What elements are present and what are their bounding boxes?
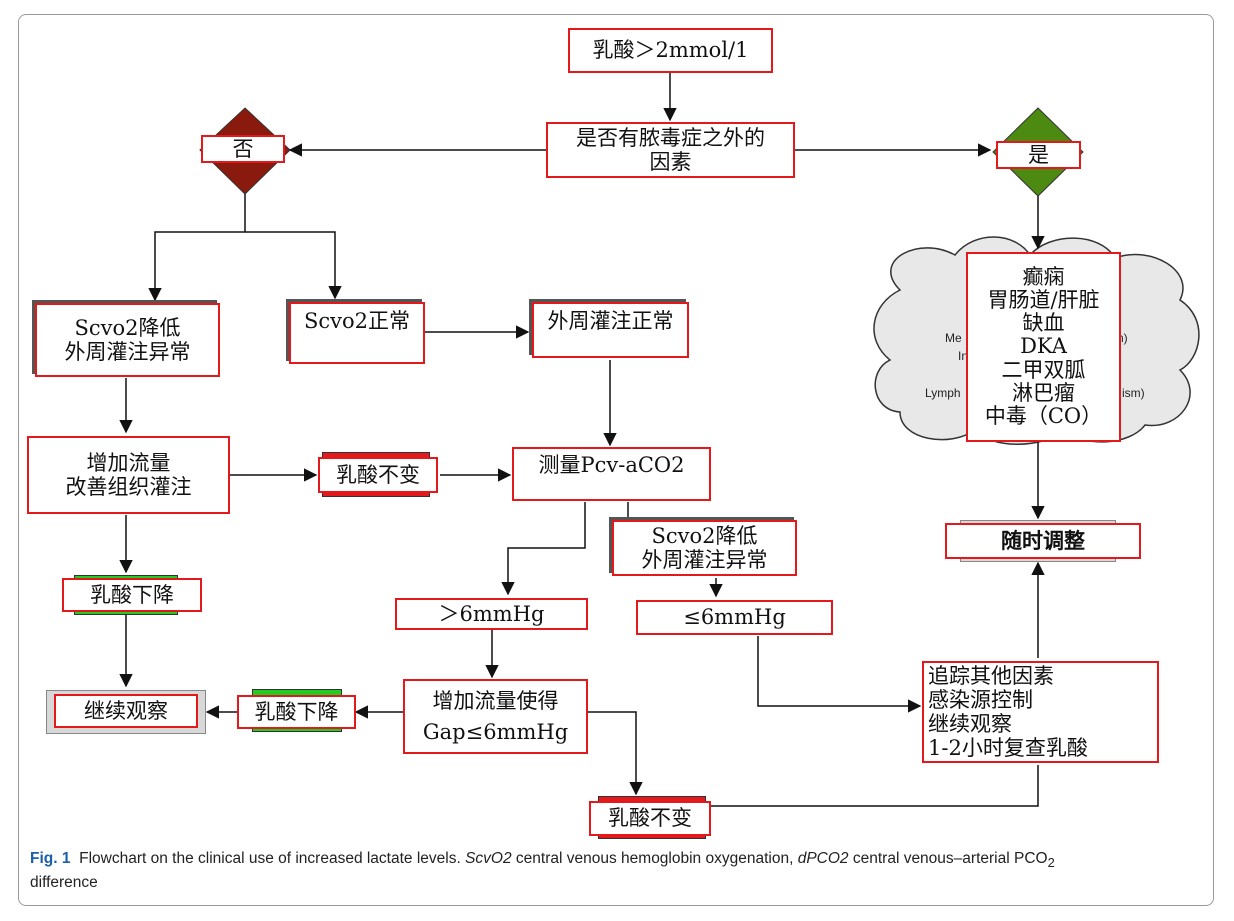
increase-flow-box: 增加流量 改善组织灌注 xyxy=(27,436,230,514)
box-line: 增加流量使得 xyxy=(432,689,559,714)
box-line: 继续观察 xyxy=(928,712,1012,736)
le6-box: ≤6mmHg xyxy=(636,600,833,635)
figure-caption: Fig. 1 Flowchart on the clinical use of … xyxy=(30,848,1200,894)
box-line: Scvo2降低 xyxy=(651,523,758,548)
gt6-box: ＞6mmHg xyxy=(395,598,588,630)
cloud-fragment: Me xyxy=(945,331,962,345)
lactate-down-box-2: 乳酸下降 xyxy=(237,695,356,729)
start-label: 乳酸＞2mmol/1 xyxy=(592,38,749,63)
lactate-down-box: 乳酸下降 xyxy=(62,578,202,612)
scvo2-low-box-2: Scvo2降低 外周灌注异常 xyxy=(612,520,797,576)
box-line: 改善组织灌注 xyxy=(65,475,192,499)
cause-item: 中毒（CO） xyxy=(984,403,1103,428)
box-line: 增加流量 xyxy=(86,450,171,475)
box-line: 乳酸不变 xyxy=(336,462,420,487)
box-line: 继续观察 xyxy=(84,698,168,723)
continue-observe-box: 继续观察 xyxy=(54,694,198,728)
cloud-fragment: n) xyxy=(1117,331,1128,345)
cause-item: 胃肠道/肝脏 xyxy=(987,288,1100,313)
box-line: Scvo2降低 xyxy=(74,315,181,340)
measure-gap-box: 测量Pcv-aCO2 xyxy=(512,447,711,501)
scvo2-normal-box: Scvo2正常 xyxy=(289,302,425,364)
cloud-fragment: ism) xyxy=(1122,386,1145,400)
box-line: 外周灌注异常 xyxy=(64,340,191,364)
start-box: 乳酸＞2mmol/1 xyxy=(568,28,773,73)
caption-term: dPCO2 xyxy=(797,850,849,867)
cloud-fragment: In xyxy=(958,349,969,363)
question-line: 是否有脓毒症之外的 xyxy=(576,125,765,150)
cloud-fragment: Lymph xyxy=(925,386,961,400)
box-line: ≤6mmHg xyxy=(683,605,786,630)
cause-item: DKA xyxy=(1020,334,1067,359)
yes-label-box: 是 xyxy=(996,141,1081,169)
caption-subscript: 2 xyxy=(1047,855,1055,871)
box-line: ＞6mmHg xyxy=(438,601,545,626)
cause-item: 缺血 xyxy=(1022,311,1065,336)
yes-label: 是 xyxy=(1028,142,1049,167)
box-line: 乳酸不变 xyxy=(608,806,692,831)
question-box: 是否有脓毒症之外的 因素 xyxy=(546,122,795,178)
caption-text: central venous hemoglobin oxygenation, xyxy=(515,850,794,867)
box-line: Scvo2正常 xyxy=(303,309,410,333)
scvo2-low-box: Scvo2降低 外周灌注异常 xyxy=(35,303,220,377)
caption-term: ScvO2 xyxy=(465,850,512,867)
figure-number: Fig. 1 xyxy=(30,850,71,867)
cause-item: 癫痫 xyxy=(1022,265,1065,290)
no-label-box: 否 xyxy=(201,135,285,163)
cause-item: 二甲双胍 xyxy=(1001,357,1086,382)
caption-text: difference xyxy=(30,874,98,892)
no-label: 否 xyxy=(232,136,254,161)
increase-flow-gap-box: 增加流量使得 Gap≤6mmHg xyxy=(403,679,588,754)
box-line: 乳酸下降 xyxy=(254,699,339,724)
adjust-box: 随时调整 xyxy=(945,523,1141,559)
box-line: 随时调整 xyxy=(1001,528,1085,553)
box-line: Gap≤6mmHg xyxy=(422,719,569,744)
box-line: 外周灌注正常 xyxy=(547,309,674,333)
causes-box: 癫痫 胃肠道/肝脏 缺血 DKA 二甲双胍 淋巴瘤 中毒（CO） xyxy=(966,252,1121,442)
box-line: 追踪其他因素 xyxy=(928,663,1054,688)
box-line: 1-2小时复查乳酸 xyxy=(928,736,1088,761)
box-line: 乳酸下降 xyxy=(90,582,174,607)
box-line: 感染源控制 xyxy=(928,687,1033,712)
box-line: 测量Pcv-aCO2 xyxy=(538,453,685,477)
track-factors-box: 追踪其他因素 感染源控制 继续观察 1-2小时复查乳酸 xyxy=(922,661,1159,763)
lactate-unchanged-box-2: 乳酸不变 xyxy=(589,801,711,836)
caption-text: Flowchart on the clinical use of increas… xyxy=(79,850,461,867)
cause-item: 淋巴瘤 xyxy=(1012,380,1075,405)
perfusion-normal-box: 外周灌注正常 xyxy=(532,302,689,358)
caption-text: central venous–arterial PCO xyxy=(852,850,1048,867)
lactate-unchanged-box: 乳酸不变 xyxy=(318,457,438,493)
question-line: 因素 xyxy=(649,150,692,174)
box-line: 外周灌注异常 xyxy=(641,548,768,572)
